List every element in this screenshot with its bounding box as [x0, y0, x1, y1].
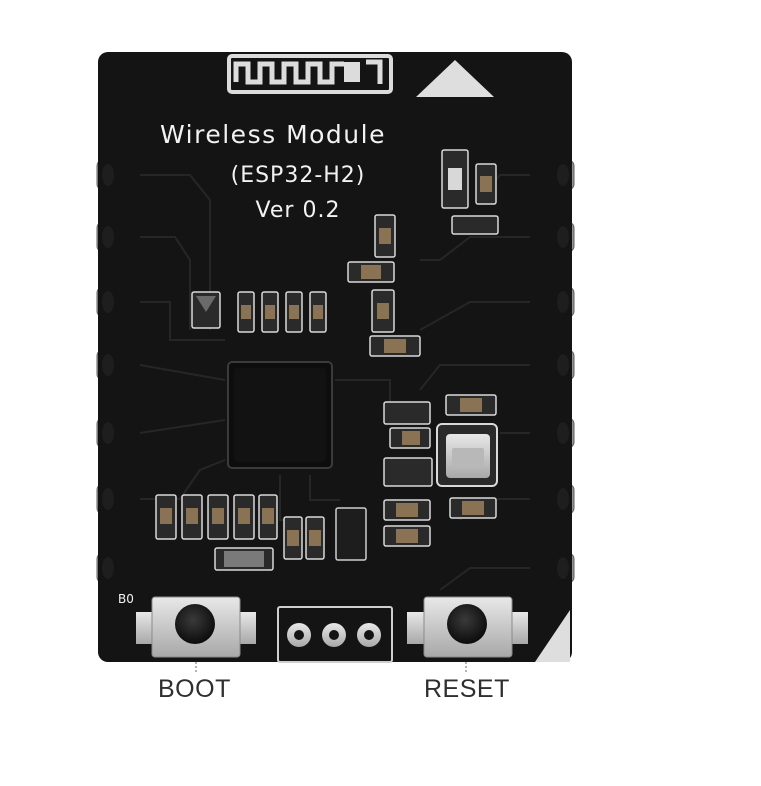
esp32-h2-chip — [227, 361, 333, 469]
orientation-triangle-bottom — [535, 610, 570, 662]
boot-label: BOOT — [158, 675, 231, 703]
edge-pad-holes — [102, 164, 569, 579]
smd-center-parts — [283, 507, 367, 561]
smd-top-right-parts — [347, 149, 499, 357]
crystal-oscillator — [436, 423, 498, 487]
smd-right-middle-parts — [383, 394, 497, 547]
reset-label: RESET — [424, 675, 510, 703]
reset-button[interactable] — [407, 596, 528, 658]
pin-header — [277, 606, 393, 663]
silk-title-line1: Wireless Module — [160, 120, 386, 149]
smd-resistors-bottom-left — [155, 494, 278, 571]
silk-title-line2: (ESP32-H2) — [231, 163, 366, 188]
silk-title-line3: Ver 0.2 — [256, 198, 341, 223]
smd-resistors-top-row — [191, 291, 327, 333]
pcb-antenna — [227, 54, 393, 94]
orientation-triangle-top — [416, 60, 494, 97]
silk-pin-label-b0: B0 — [118, 592, 134, 606]
boot-button[interactable] — [136, 596, 256, 658]
